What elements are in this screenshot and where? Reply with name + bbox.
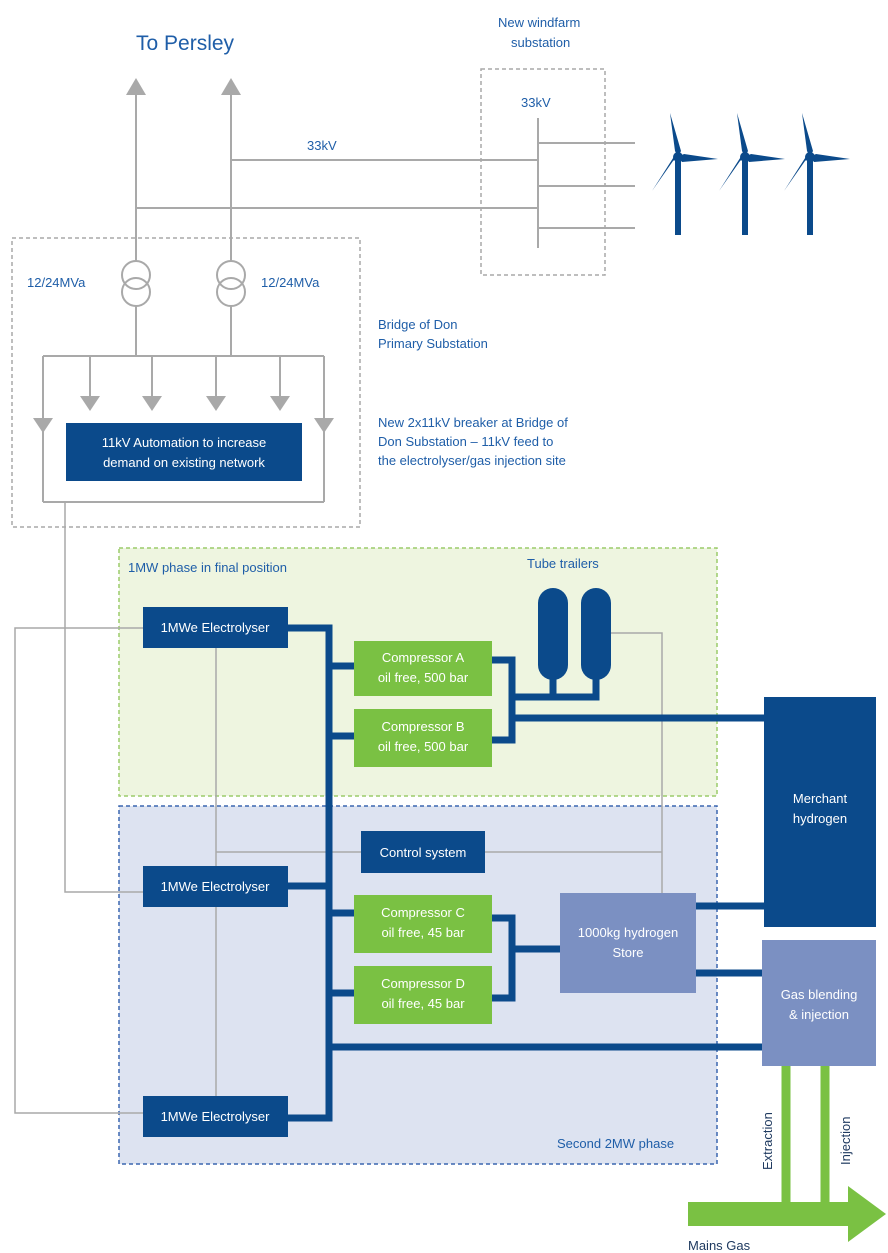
wind-turbine-icon (652, 113, 718, 235)
control-system-label: Control system (380, 845, 467, 860)
automation-box-line1: 11kV Automation to increase (102, 435, 267, 450)
arrow-down-icon (270, 356, 290, 411)
gas-blending-box (762, 940, 876, 1066)
electrolyser-3-label: 1MWe Electrolyser (161, 1109, 271, 1124)
phase1-label: 1MW phase in final position (128, 560, 287, 575)
windfarm-label-line1: New windfarm (498, 15, 580, 30)
transformer-icon (121, 255, 151, 356)
compressor-c-name: Compressor C (381, 905, 465, 920)
primary-substation-line1: Bridge of Don (378, 317, 458, 332)
hydrogen-store-line1: 1000kg hydrogen (578, 925, 678, 940)
automation-box-line2: demand on existing network (103, 455, 265, 470)
mains-gas-label: Mains Gas (688, 1238, 751, 1253)
compressor-d-name: Compressor D (381, 976, 465, 991)
electrolyser-2 (143, 866, 288, 907)
transformer-icon (216, 255, 246, 356)
windfarm-voltage-label: 33kV (521, 95, 551, 110)
arrow-right-icon (688, 1186, 886, 1242)
injection-label: Injection (838, 1117, 853, 1165)
compressor-c (354, 895, 492, 953)
automation-box (66, 423, 302, 481)
compressor-b-spec: oil free, 500 bar (378, 739, 469, 754)
compressor-c-spec: oil free, 45 bar (381, 925, 465, 940)
extraction-label: Extraction (760, 1112, 775, 1170)
mains-gas-pipes (781, 1066, 830, 1208)
transformer-left-label: 12/24MVa (27, 275, 86, 290)
arrow-down-icon (314, 418, 334, 433)
gas-blending-line1: Gas blending (781, 987, 858, 1002)
hydrogen-store-line2: Store (612, 945, 643, 960)
merchant-hydrogen-line2: hydrogen (793, 811, 847, 826)
arrow-down-icon (206, 356, 226, 411)
breaker-note-line2: Don Substation – 11kV feed to (378, 434, 553, 449)
title-to-persley: To Persley (136, 32, 235, 55)
windfarm-label-line2: substation (511, 35, 570, 50)
control-system-box (361, 831, 485, 873)
breaker-note-line1: New 2x11kV breaker at Bridge of (378, 415, 568, 430)
compressor-a-name: Compressor A (382, 650, 465, 665)
arrow-up-icon (221, 78, 241, 255)
electrolyser-2-label: 1MWe Electrolyser (161, 879, 271, 894)
primary-substation-box (11, 237, 361, 528)
compressor-b-name: Compressor B (381, 719, 464, 734)
merchant-hydrogen-line1: Merchant (793, 791, 848, 806)
arrow-up-icon (126, 78, 146, 255)
electrolyser-1-label: 1MWe Electrolyser (161, 620, 271, 635)
merchant-hydrogen-box (764, 697, 876, 927)
hydrogen-store-box (560, 893, 696, 993)
compressor-d-spec: oil free, 45 bar (381, 996, 465, 1011)
compressor-a-spec: oil free, 500 bar (378, 670, 469, 685)
windfarm-substation-box (480, 68, 606, 276)
compressor-a (354, 641, 492, 696)
transformer-right-label: 12/24MVa (261, 275, 320, 290)
gas-blending-line2: & injection (789, 1007, 849, 1022)
tube-trailer-icon (538, 588, 568, 680)
tube-trailer-icon (581, 588, 611, 680)
wind-turbine-icon (719, 113, 785, 235)
compressor-d (354, 966, 492, 1024)
control-wiring (14, 502, 663, 1114)
hydrogen-piping (288, 624, 764, 1122)
electrolyser-3 (143, 1096, 288, 1137)
breaker-note-line3: the electrolyser/gas injection site (378, 453, 566, 468)
arrow-down-icon (33, 418, 53, 433)
electrolyser-1 (143, 607, 288, 648)
primary-substation-line2: Primary Substation (378, 336, 488, 351)
phase2-label: Second 2MW phase (557, 1136, 674, 1151)
line-voltage-label: 33kV (307, 138, 337, 153)
compressor-b (354, 709, 492, 767)
wind-turbine-icon (784, 113, 850, 235)
arrow-down-icon (142, 356, 162, 411)
arrow-down-icon (80, 356, 100, 411)
tube-trailers-label: Tube trailers (527, 556, 599, 571)
